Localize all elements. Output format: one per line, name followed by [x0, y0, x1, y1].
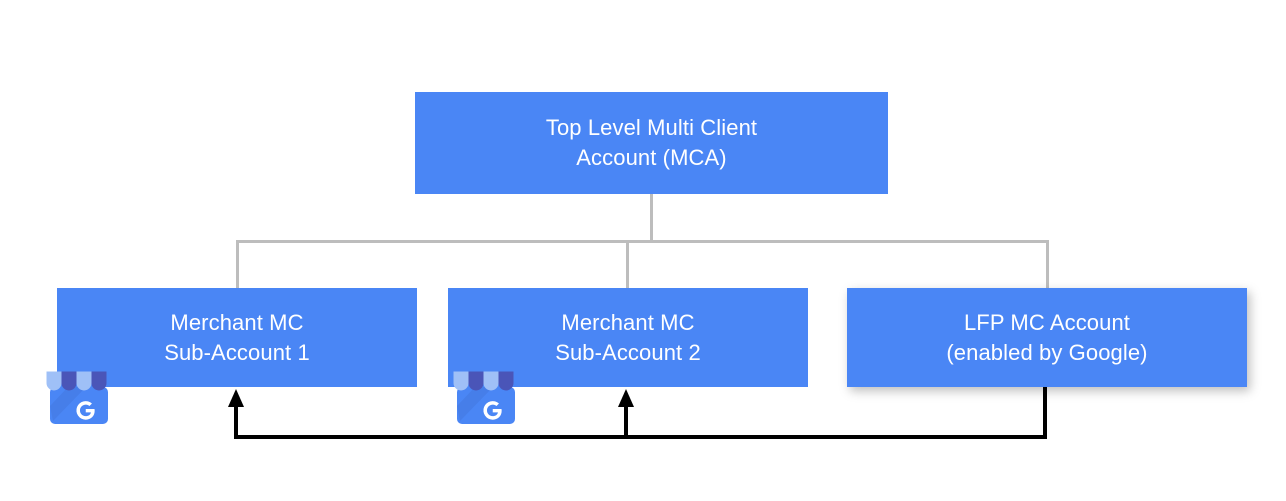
connector-bus-to-sub-account-1 — [236, 240, 239, 288]
connector-horizontal-bus — [236, 240, 1049, 243]
feedback-line-lfp-down — [1043, 387, 1047, 439]
node-lfp-mc-account[interactable]: LFP MC Account (enabled by Google) — [847, 288, 1247, 387]
node-top-level-mca[interactable]: Top Level Multi Client Account (MCA) — [415, 92, 888, 194]
node-merchant-sub-account-2[interactable]: Merchant MC Sub-Account 2 — [448, 288, 808, 387]
node-lfp-line-1: LFP MC Account — [963, 309, 1131, 335]
node-mca-line-1: Top Level Multi Client — [545, 115, 758, 140]
node-merchant-sub-account-1[interactable]: Merchant MC Sub-Account 1 — [57, 288, 417, 387]
feedback-line-to-sub-account-1 — [234, 400, 238, 438]
node-sub2-line-2: Sub-Account 2 — [555, 339, 701, 365]
connector-bus-to-lfp-account — [1046, 240, 1049, 288]
arrowhead-to-sub-account-1 — [228, 389, 244, 407]
node-sub1-line-1: Merchant MC — [170, 309, 304, 335]
node-sub1-line-2: Sub-Account 1 — [164, 339, 310, 365]
node-mca-line-2: Account (MCA) — [576, 145, 727, 170]
feedback-line-to-sub-account-2 — [624, 400, 628, 438]
arrowhead-to-sub-account-2 — [618, 389, 634, 407]
google-business-profile-icon — [46, 371, 108, 424]
connector-mca-to-bus — [650, 194, 653, 242]
google-business-profile-icon — [453, 371, 515, 424]
connector-bus-to-sub-account-2 — [626, 240, 629, 288]
feedback-line-horizontal — [234, 435, 1047, 439]
node-lfp-line-2: (enabled by Google) — [946, 339, 1148, 365]
node-sub2-line-1: Merchant MC — [561, 309, 695, 335]
